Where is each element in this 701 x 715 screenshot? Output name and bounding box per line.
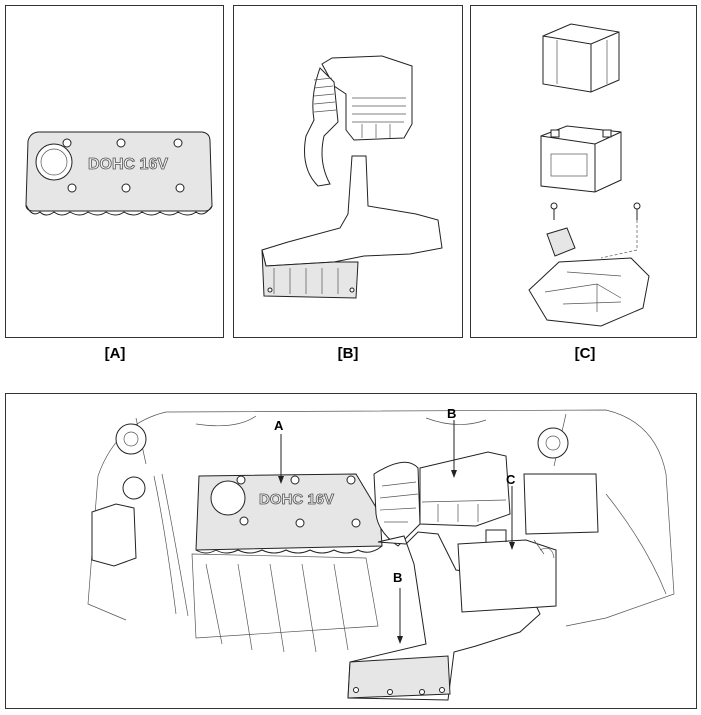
overview-cover-embossing: DOHC 16V xyxy=(259,491,334,508)
engine-cover-illustration: DOHC 16V xyxy=(25,131,213,216)
strut-left xyxy=(115,423,147,455)
caption-a: [A] xyxy=(104,345,126,362)
callout-b-bottom: B xyxy=(393,570,402,585)
overview-battery-area xyxy=(457,473,599,613)
caption-b: [B] xyxy=(337,345,359,362)
panel-b-air-cleaner xyxy=(233,5,463,338)
overview-engine-cover: DOHC 16V xyxy=(195,473,383,554)
caption-c: [C] xyxy=(574,345,596,362)
battery-bolts xyxy=(550,202,641,259)
battery-cover xyxy=(542,23,620,93)
overview-air-cleaner xyxy=(347,451,541,701)
battery xyxy=(540,125,622,193)
cover-embossing: DOHC 16V xyxy=(88,156,168,173)
engine-bay-illustration: DOHC 16V A B C B xyxy=(87,406,675,701)
callout-c: C xyxy=(506,472,516,487)
callout-arrows xyxy=(278,420,515,644)
panel-a-engine-cover: DOHC 16V xyxy=(5,5,224,338)
callout-b-top: B xyxy=(447,406,456,421)
panel-c-battery-tray xyxy=(470,5,697,338)
battery-tray xyxy=(528,257,650,327)
panel-engine-bay-overview: DOHC 16V A B C B xyxy=(5,393,697,709)
battery-assembly-illustration xyxy=(528,23,650,327)
strut-right xyxy=(537,427,569,459)
cover-bolts xyxy=(62,138,185,193)
air-cleaner-illustration xyxy=(261,55,443,299)
callout-a: A xyxy=(274,418,284,433)
